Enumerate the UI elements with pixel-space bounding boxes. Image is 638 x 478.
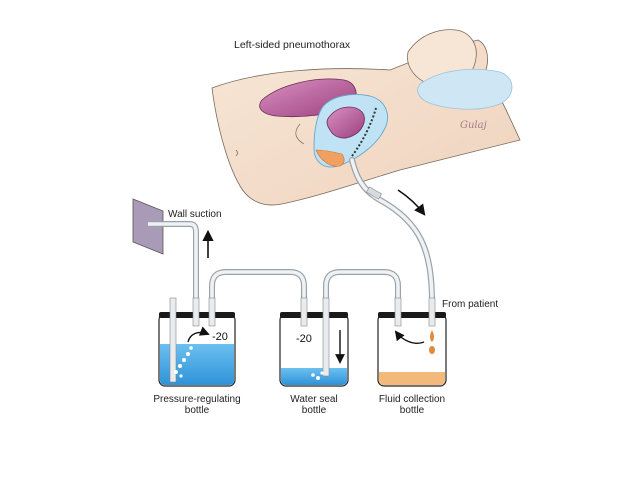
pillow [417,68,513,110]
flow-arrow-from-patient [397,189,426,216]
bottle2-pressure: -20 [296,333,312,345]
bottle1-pressure: -20 [212,331,228,343]
from-patient-label: From patient [442,299,498,310]
bottle3-flow-arrow [394,330,425,344]
chest-contour [295,123,305,145]
bottle3-label-line2: bottle [400,405,425,416]
water-seal-bottle: -20 [279,297,349,387]
bottle1-flow-arrow [187,326,210,343]
pressure-regulating-bottle: -20 [158,297,236,387]
fluid-collection-bottle [377,297,447,387]
tube-bottle2-to-bottle3 [323,269,401,300]
atmospheric-vent-tube [169,297,177,383]
fluid-drop [430,330,434,342]
pleural-fluid [315,149,345,167]
artist-signature: Gulaj [460,120,487,131]
wall-suction-label: Wall suction [168,209,222,220]
tube-bottle1-to-bottle2 [209,269,307,300]
patient-illustration: Gulaj [211,29,521,206]
tube-connector [366,186,382,200]
bottle1-label-line1: Pressure-regulating [153,394,240,405]
bottle2-label-line1: Water seal [290,394,337,405]
fluid-drop-2 [429,346,435,354]
collapsed-left-lung [326,106,365,139]
bottle1-label-line2: bottle [185,405,210,416]
diagram-title: Left-sided pneumothorax [234,39,351,51]
bottle2-label-line2: bottle [302,405,327,416]
chest-tube-insertion [351,107,377,157]
navel [235,149,238,157]
bottle3-label-line1: Fluid collection [379,394,445,405]
